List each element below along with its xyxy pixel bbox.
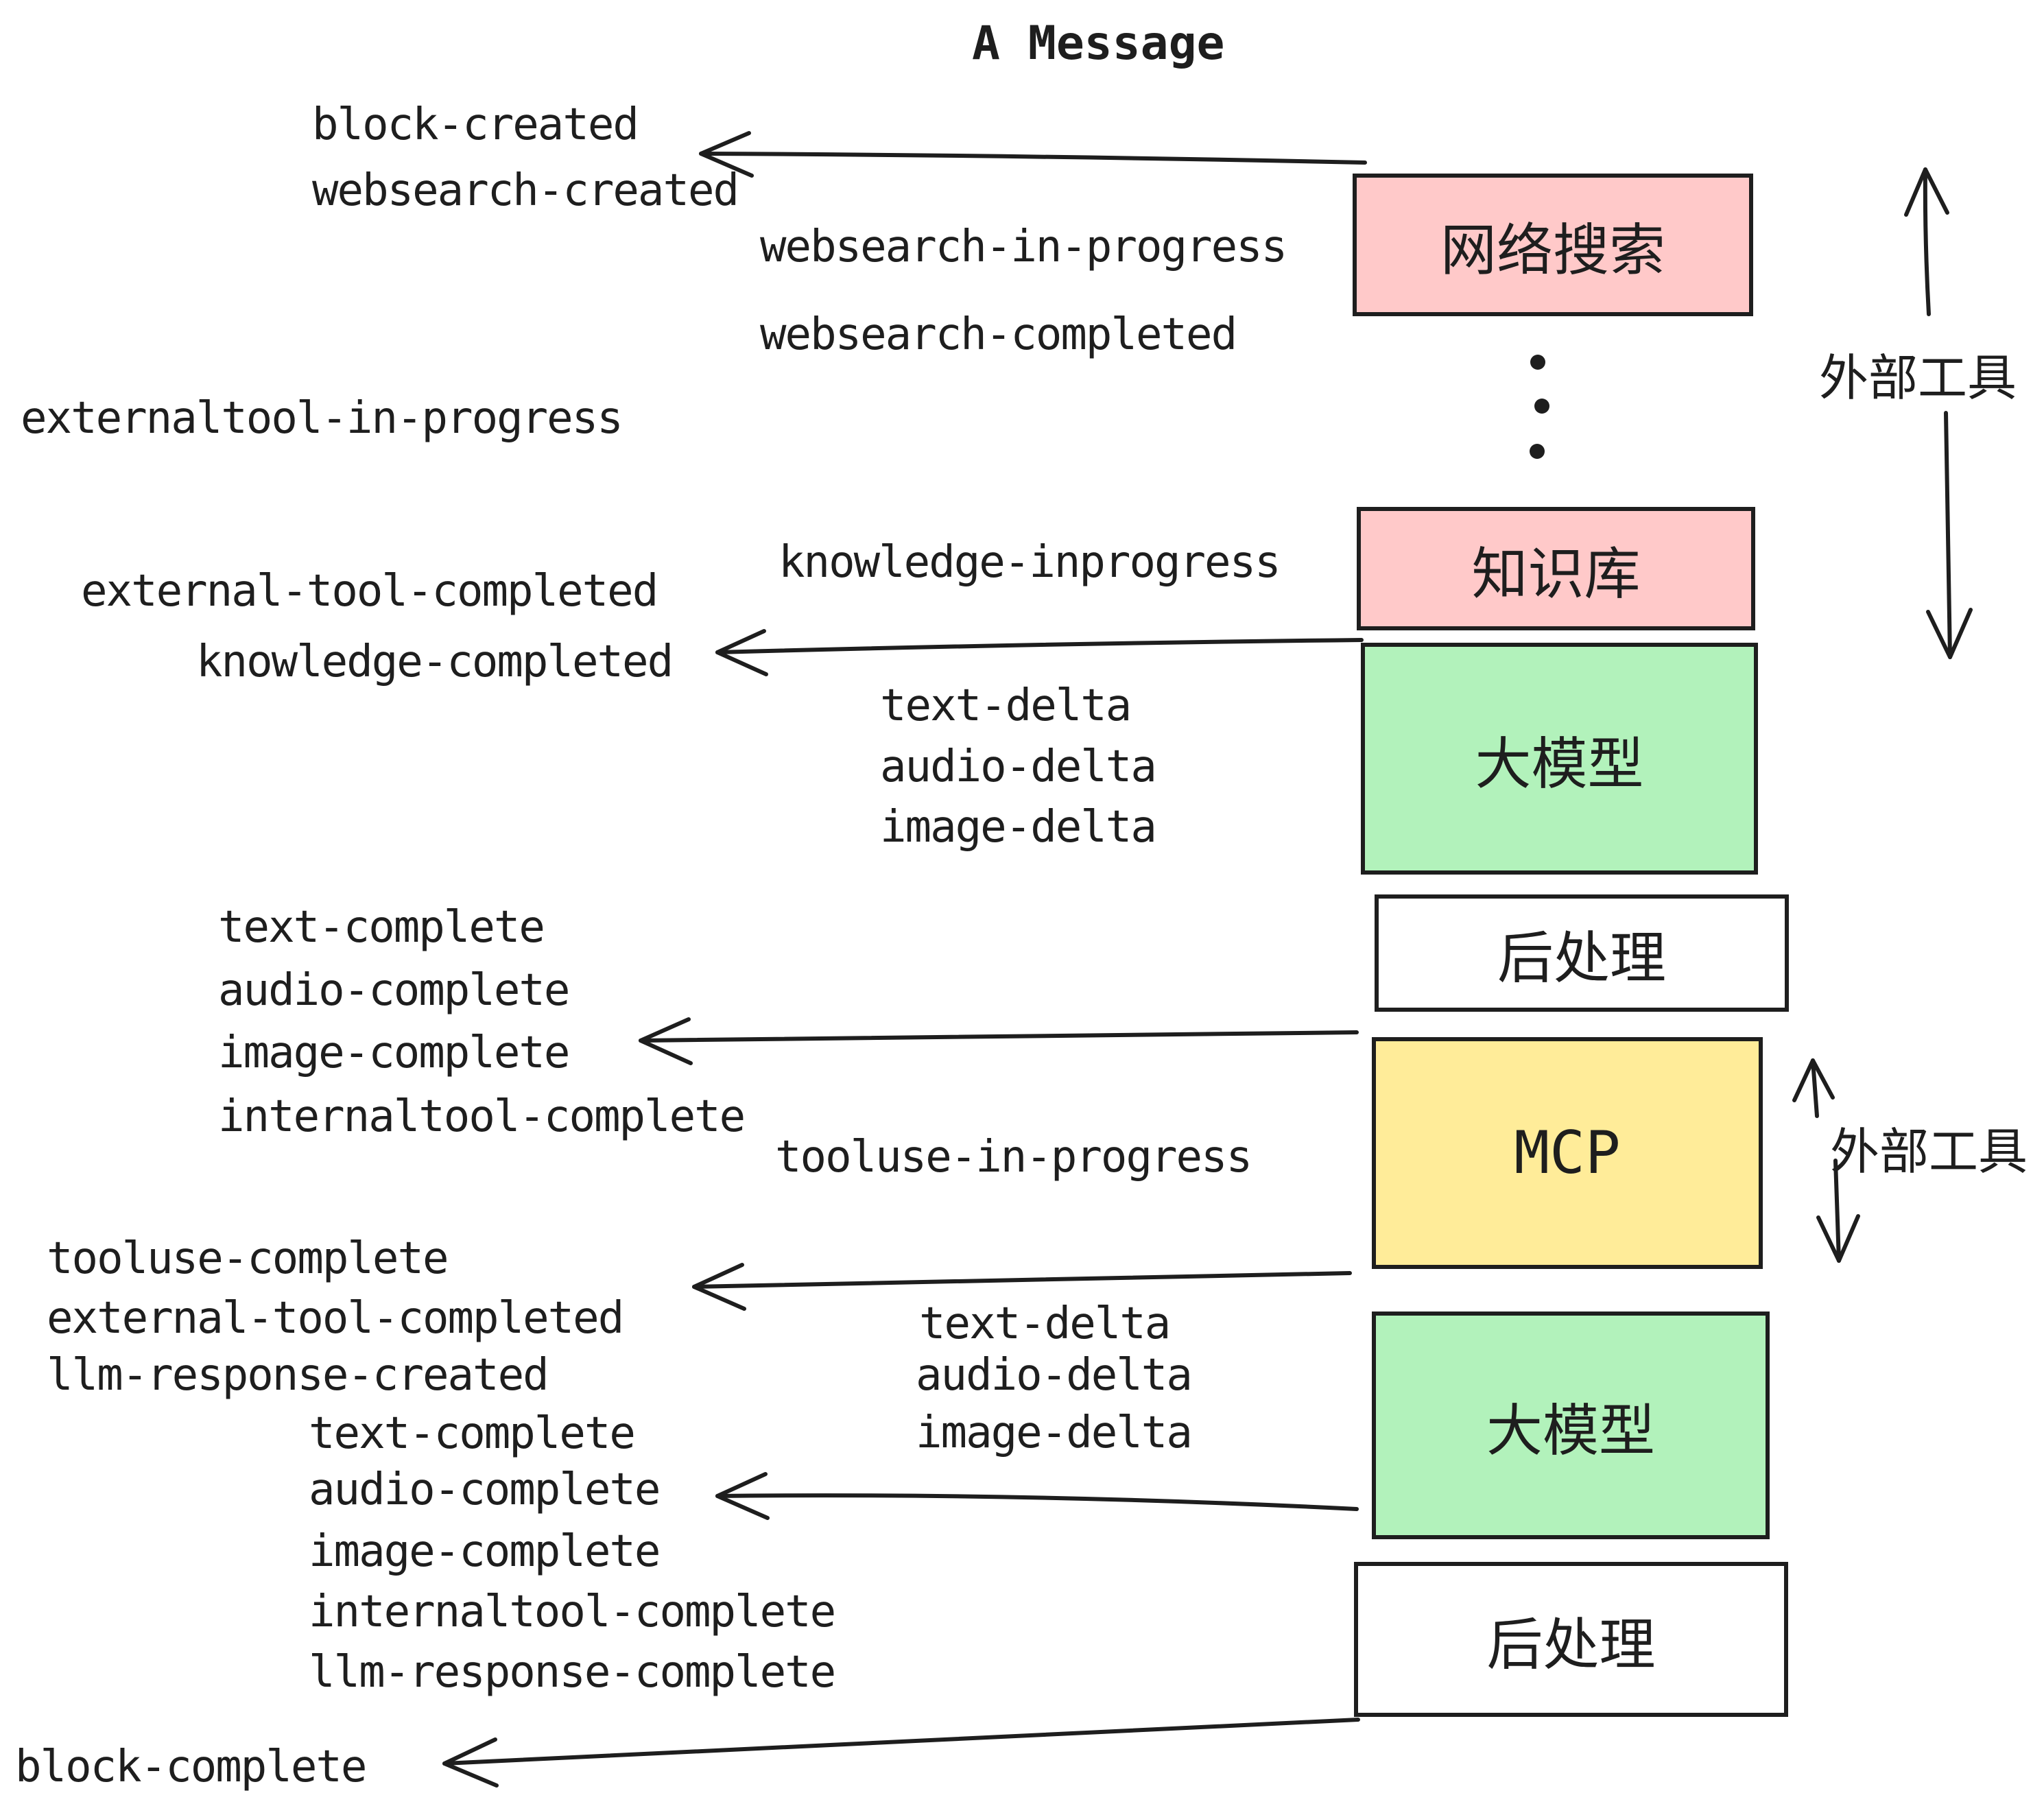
box-post-processing-bottom-label: 后处理 <box>1486 1612 1656 1678</box>
box-llm-top: 大模型 <box>1361 643 1758 875</box>
event-label-externaltool-in-progress: externaltool-in-progress <box>21 393 623 444</box>
event-label-audio-complete: audio-complete <box>218 965 570 1016</box>
event-label-image-delta-2: image-delta <box>916 1408 1193 1458</box>
event-label-image-complete: image-complete <box>218 1028 570 1078</box>
event-label-text-complete-2: text-complete <box>309 1408 636 1459</box>
event-label-knowledge-inprogress: knowledge-inprogress <box>779 537 1281 588</box>
event-label-tooluse-complete: tooluse-complete <box>47 1233 449 1284</box>
box-websearch-label: 网络搜索 <box>1440 217 1665 283</box>
event-label-image-delta: image-delta <box>880 802 1157 853</box>
external-tools-down-arrow-icon <box>1926 411 1973 659</box>
external-tools-up-arrow-2-icon <box>1792 1058 1835 1118</box>
box-llm-bottom-label: 大模型 <box>1486 1398 1655 1464</box>
arrow-to-knowledge-completed-icon <box>715 629 1364 676</box>
event-label-websearch-in-progress: websearch-in-progress <box>760 222 1287 272</box>
event-label-block-complete: block-complete <box>15 1742 367 1792</box>
event-label-llm-response-complete: llm-response-complete <box>309 1647 836 1698</box>
external-tools-down-arrow-2-icon <box>1816 1159 1860 1263</box>
box-post-processing-top: 后处理 <box>1375 894 1789 1012</box>
arrow-to-block-complete-icon <box>442 1718 1360 1788</box>
event-label-websearch-completed: websearch-completed <box>760 309 1237 360</box>
box-llm-bottom: 大模型 <box>1372 1312 1770 1539</box>
event-label-tooluse-in-progress: tooluse-in-progress <box>775 1132 1252 1183</box>
event-label-audio-complete-2: audio-complete <box>309 1464 661 1515</box>
arrow-to-image-complete-icon <box>639 1017 1359 1065</box>
event-label-internaltool-complete: internaltool-complete <box>218 1091 746 1142</box>
ellipsis-dots-icon <box>1530 355 1549 459</box>
event-label-external-tool-completed: external-tool-completed <box>81 566 658 617</box>
arrow-to-tooluse-complete-icon <box>692 1263 1352 1311</box>
event-label-websearch-created: websearch-created <box>312 165 739 216</box>
external-tools-up-arrow-icon <box>1904 167 1949 316</box>
box-llm-top-label: 大模型 <box>1475 731 1644 797</box>
box-websearch: 网络搜索 <box>1353 174 1753 316</box>
event-label-audio-delta: audio-delta <box>880 741 1157 792</box>
event-label-llm-response-created: llm-response-created <box>47 1350 549 1401</box>
external-tools-label-upper: 外部工具 <box>1819 349 2017 407</box>
box-mcp: MCP <box>1372 1037 1763 1269</box>
box-knowledge: 知识库 <box>1357 507 1755 630</box>
event-label-external-tool-completed-2: external-tool-completed <box>47 1293 624 1344</box>
event-label-knowledge-completed: knowledge-completed <box>196 637 674 687</box>
box-mcp-label: MCP <box>1514 1119 1621 1187</box>
page-title: A Message <box>972 16 1225 71</box>
event-label-text-complete: text-complete <box>218 902 545 953</box>
event-label-block-created: block-created <box>312 99 639 150</box>
box-post-processing-bottom: 后处理 <box>1354 1562 1788 1717</box>
event-label-image-complete-2: image-complete <box>309 1526 661 1577</box>
box-knowledge-label: 知识库 <box>1471 541 1641 607</box>
arrow-to-websearch-created-icon <box>699 131 1367 178</box>
external-tools-label-lower: 外部工具 <box>1830 1123 2028 1180</box>
arrow-to-audio-complete-icon <box>715 1472 1359 1520</box>
box-post-processing-top-label: 后处理 <box>1497 926 1666 991</box>
event-label-audio-delta-2: audio-delta <box>916 1350 1193 1401</box>
event-label-internaltool-complete-2: internaltool-complete <box>309 1587 836 1637</box>
event-label-text-delta: text-delta <box>880 680 1132 731</box>
event-label-text-delta-2: text-delta <box>919 1298 1171 1349</box>
